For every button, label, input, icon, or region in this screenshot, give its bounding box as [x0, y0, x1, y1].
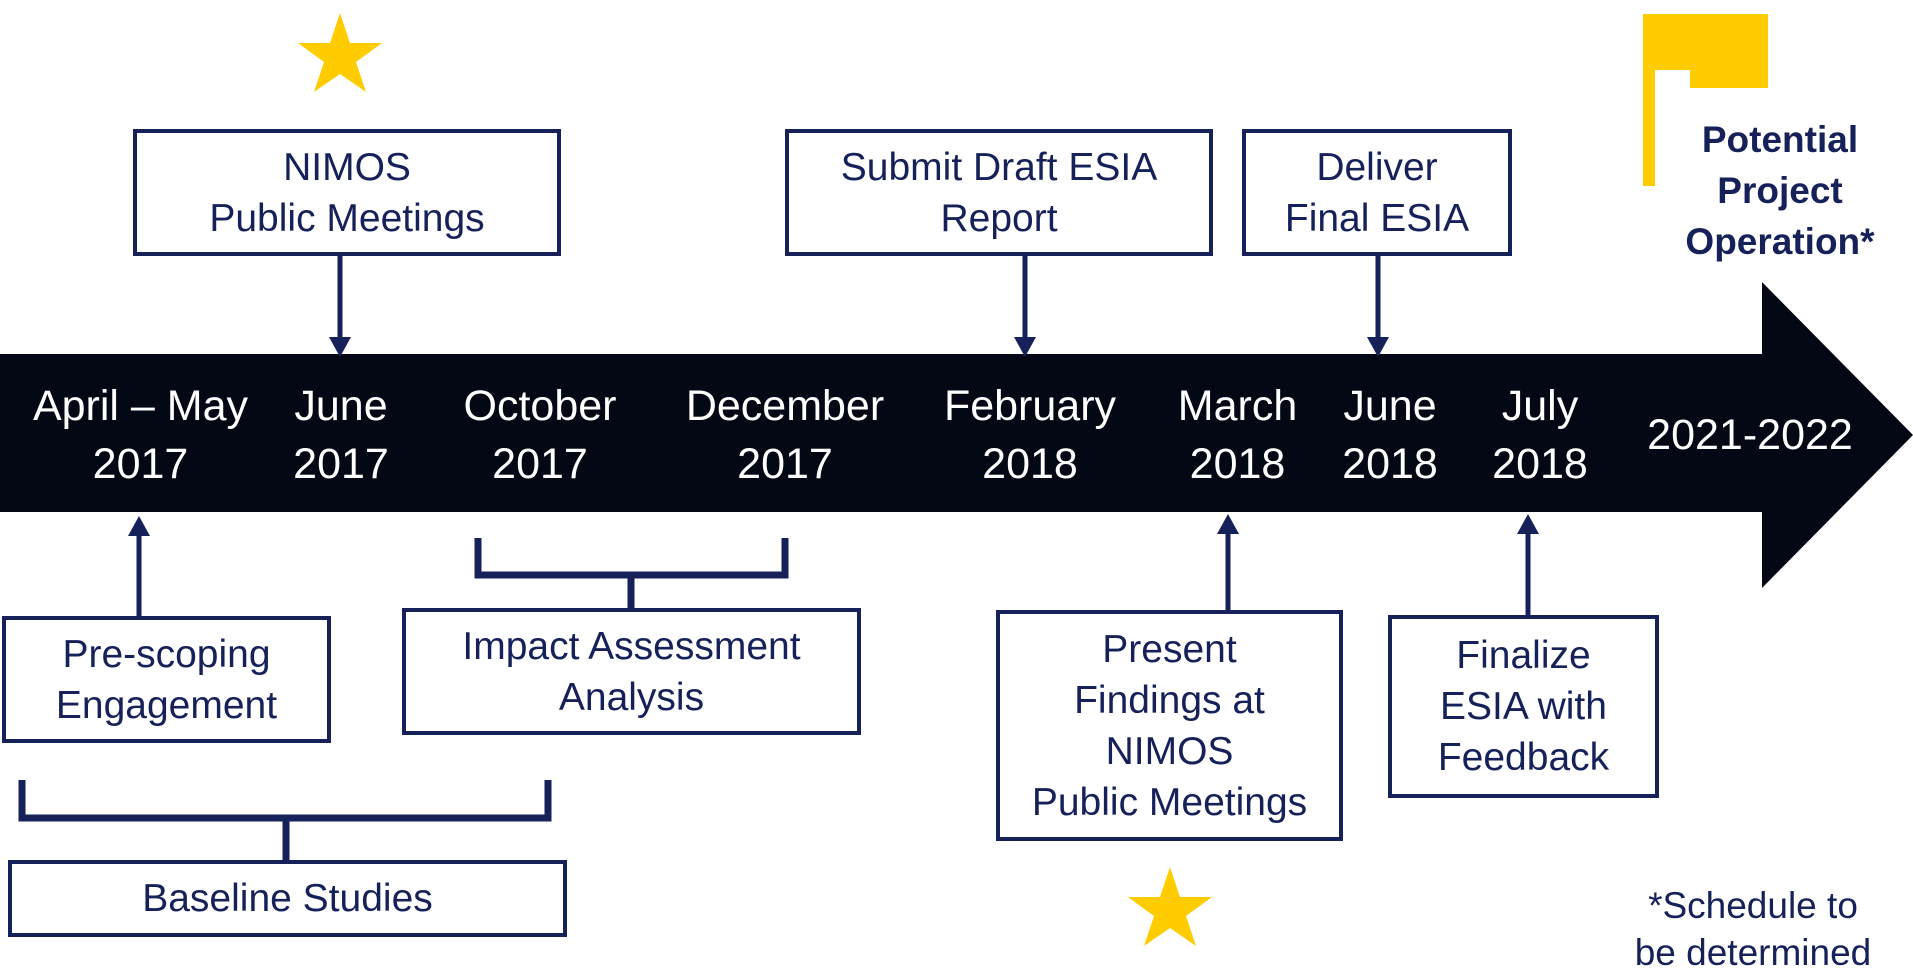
date-february-2018: February 2018 [943, 382, 1117, 488]
flag-icon [1643, 14, 1768, 186]
date-april-may-2017: April – May 2017 [32, 382, 249, 488]
star-icon [298, 13, 382, 92]
event-baseline-studies: Baseline Studies [8, 860, 567, 937]
event-present-findings: Present Findings at NIMOS Public Meeting… [996, 610, 1343, 841]
schedule-footnote: *Schedule to be determined [1634, 885, 1872, 973]
connector-final-esia [1367, 256, 1389, 357]
event-prescoping-engagement: Pre-scoping Engagement [2, 616, 331, 743]
bracket-baseline-studies [18, 780, 552, 862]
event-finalize-esia: Finalize ESIA with Feedback [1388, 615, 1659, 798]
date-june-2017: June 2017 [293, 382, 389, 488]
date-october-2017: October 2017 [463, 382, 617, 488]
milestone-potential-project-operation: Potential Project Operation* [1685, 119, 1875, 262]
connector-present-findings [1217, 514, 1239, 612]
connector-nimos-meetings [329, 256, 351, 357]
date-december-2017: December 2017 [685, 382, 885, 488]
bracket-impact-assessment [474, 538, 789, 610]
star-icon [1128, 867, 1212, 946]
date-2021-2022: 2021-2022 [1647, 411, 1853, 459]
connector-prescoping [128, 516, 150, 618]
event-impact-assessment: Impact Assessment Analysis [402, 608, 861, 735]
event-nimos-public-meetings: NIMOS Public Meetings [133, 129, 561, 256]
date-july-2018: July 2018 [1492, 382, 1588, 488]
timeline-arrow [0, 282, 1913, 588]
connector-draft-esia [1014, 256, 1036, 357]
connector-finalize-esia [1517, 514, 1539, 617]
date-june-2018: June 2018 [1342, 382, 1438, 488]
date-march-2018: March 2018 [1177, 382, 1298, 488]
event-submit-draft-esia: Submit Draft ESIA Report [785, 129, 1213, 256]
event-deliver-final-esia: Deliver Final ESIA [1242, 129, 1512, 256]
